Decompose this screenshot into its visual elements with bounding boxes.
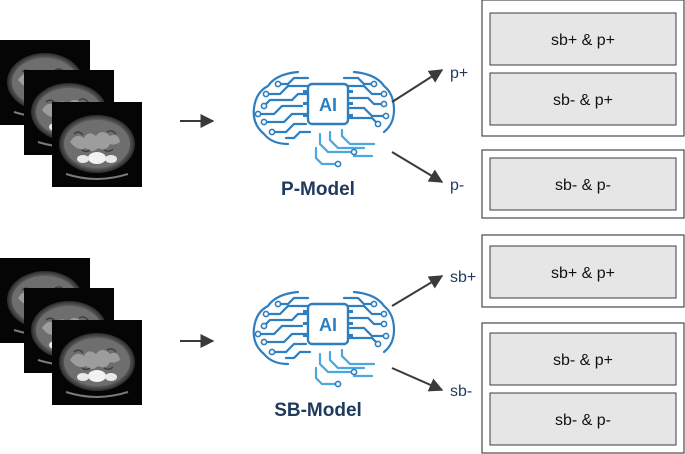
- brain-circuit-icon: AI: [252, 290, 396, 388]
- result-box: sb- & p-: [555, 177, 611, 194]
- branch-arrow-sb-plus: [391, 275, 444, 307]
- ct-image-stack-top: [0, 39, 143, 188]
- brain-circuit-icon: AI: [252, 70, 396, 168]
- result-box: sb- & p-: [555, 412, 611, 429]
- branch-label-p-minus: p-: [450, 177, 464, 194]
- ai-chip-text: AI: [319, 315, 337, 335]
- result-group-sb-plus: sb+ & p+: [481, 234, 685, 308]
- result-group-p-minus: sb- & p-: [481, 149, 685, 219]
- result-box: sb- & p+: [553, 92, 613, 109]
- ai-chip-text: AI: [319, 95, 337, 115]
- ct-image-stack-bottom: [0, 257, 143, 406]
- branch-arrow-p-plus: [391, 69, 444, 103]
- branch-arrow-sb-minus: [391, 367, 444, 392]
- branch-label-sb-minus: sb-: [450, 383, 472, 400]
- result-box: sb- & p+: [553, 352, 613, 369]
- branch-label-sb-plus: sb+: [450, 269, 476, 286]
- branch-label-p-plus: p+: [450, 65, 468, 82]
- p-model-title: P-Model: [281, 179, 355, 200]
- sb-model-title: SB-Model: [274, 400, 362, 421]
- result-group-p-plus: sb+ & p+ sb- & p+: [481, 0, 685, 137]
- result-box: sb+ & p+: [551, 265, 615, 282]
- result-box: sb+ & p+: [551, 32, 615, 49]
- branch-arrow-p-minus: [391, 151, 444, 183]
- result-group-sb-minus: sb- & p+ sb- & p-: [481, 322, 685, 454]
